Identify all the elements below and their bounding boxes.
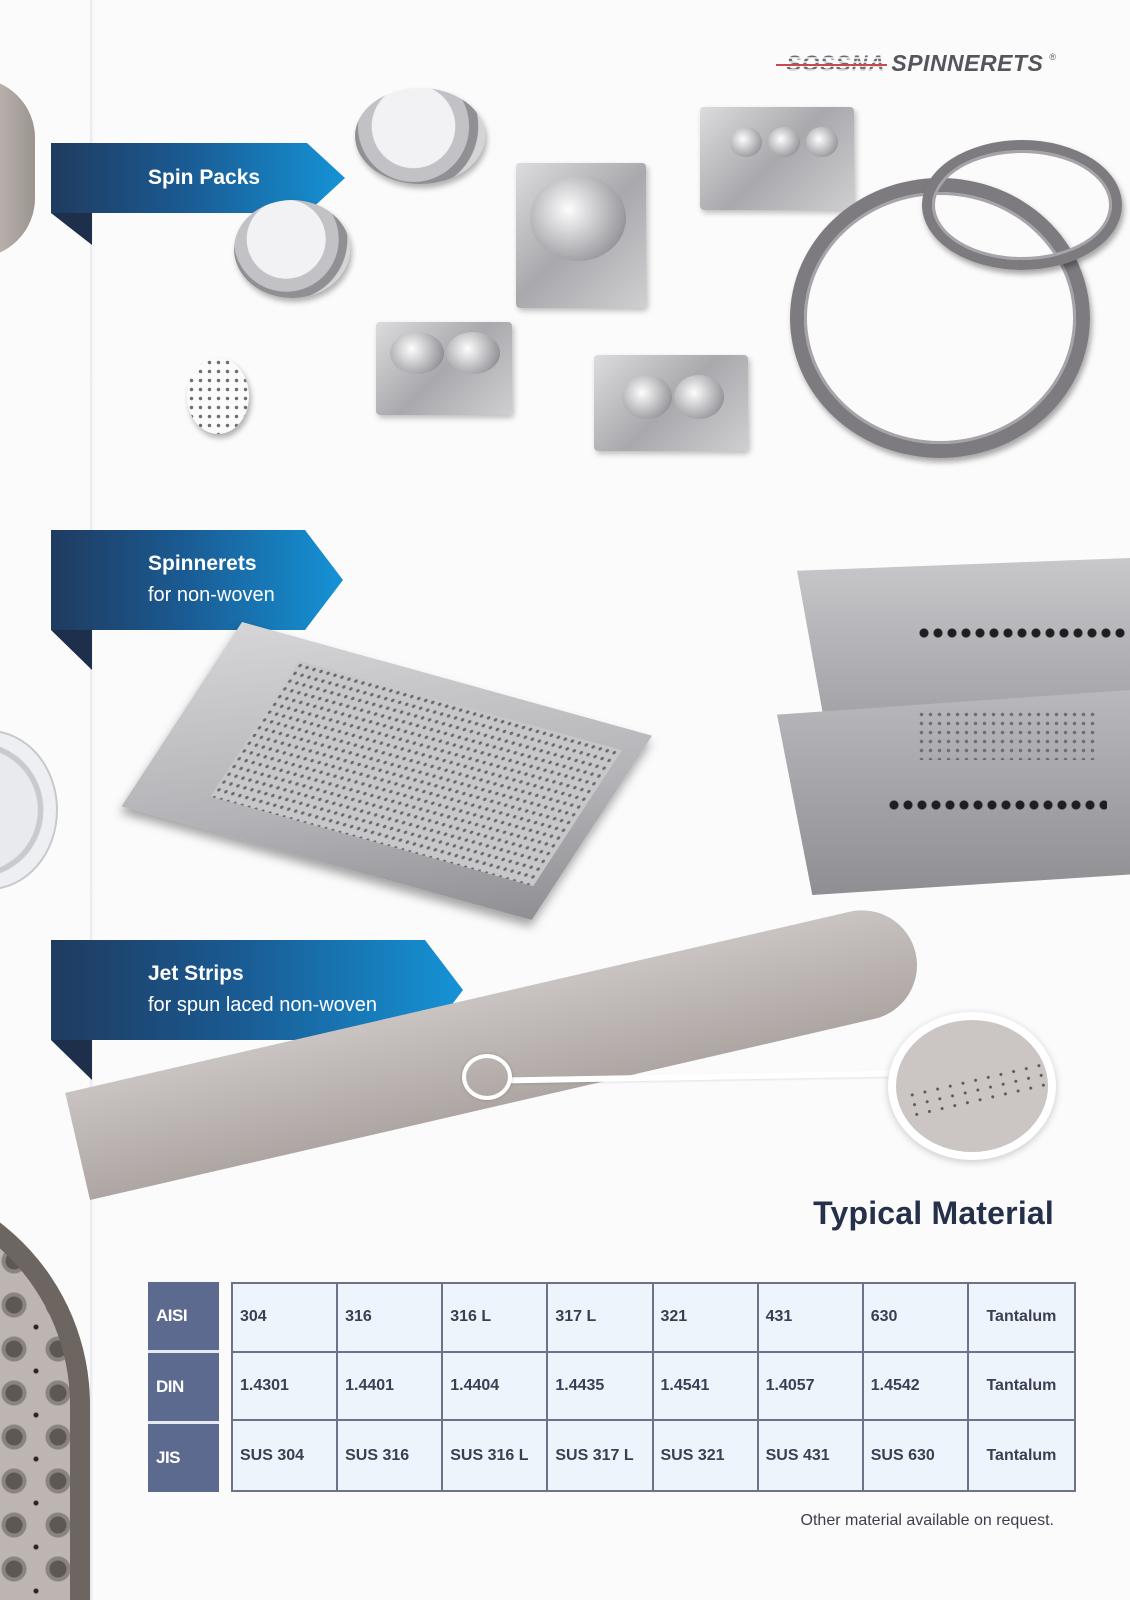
- brand-struck-name: SOSSNA: [776, 50, 888, 76]
- table-cell: 1.4057: [758, 1352, 864, 1422]
- table-cell: 1.4404: [443, 1352, 549, 1422]
- spin-pack-filter-disk-image: [187, 358, 249, 434]
- section-ribbon-spinnerets: Spinnerets for non-woven: [51, 530, 343, 670]
- non-woven-spinneret-plate-image: [121, 622, 653, 921]
- brand-logo: SOSSNA SPINNERETS ®: [776, 50, 1056, 77]
- section-title: Jet Strips: [148, 962, 244, 985]
- ribbon-fold-tail: [51, 213, 92, 245]
- magnifier-source-circle: [462, 1054, 512, 1100]
- section-subtitle: for non-woven: [148, 584, 275, 606]
- previous-page-product-image-top: [0, 78, 35, 258]
- table-cell: 304: [233, 1284, 339, 1353]
- table-cell: 316: [338, 1284, 444, 1353]
- ribbon-fold-tail: [51, 1040, 92, 1080]
- table-cell: 316 L: [443, 1284, 549, 1353]
- row-header-jis: JIS: [148, 1421, 219, 1492]
- table-cell: Tantalum: [986, 1446, 1057, 1464]
- materials-footnote: Other material available on request.: [800, 1512, 1054, 1529]
- non-woven-spinneret-block-upper-image: [797, 558, 1130, 718]
- section-ribbon-jet-strips: Jet Strips for spun laced non-woven: [51, 940, 463, 1080]
- materials-row-headers: AISI DIN JIS: [148, 1282, 219, 1492]
- magnifier-connector-line: [509, 1070, 891, 1084]
- materials-title: Typical Material: [813, 1195, 1054, 1231]
- table-cell: SUS 304: [233, 1421, 339, 1490]
- table-cell: SUS 630: [864, 1421, 969, 1490]
- table-cell: Tantalum: [968, 1353, 1074, 1422]
- non-woven-spinneret-block-lower-image: [777, 690, 1130, 895]
- row-header-din: DIN: [148, 1350, 219, 1421]
- section-subtitle: for spun laced non-woven: [148, 994, 378, 1016]
- registered-mark: ®: [1049, 52, 1056, 62]
- table-cell: SUS 317 L: [548, 1421, 654, 1490]
- table-cell: 1.4542: [863, 1352, 969, 1422]
- materials-table: AISI DIN JIS 304 316 316 L 317 L 321 431…: [148, 1282, 1076, 1492]
- spin-pack-triple-bore-block-image: [700, 107, 854, 210]
- spin-pack-housing-block-image: [516, 163, 646, 308]
- previous-page-spinneret-closeup: [0, 1175, 90, 1600]
- section-title: Spin Packs: [148, 166, 261, 189]
- table-cell: 317 L: [548, 1284, 654, 1353]
- spinneret-ring-image-small: [922, 140, 1122, 270]
- brand-name: SPINNERETS: [891, 50, 1044, 76]
- table-cell: SUS 316: [338, 1421, 444, 1490]
- table-cell: Tantalum: [968, 1284, 1074, 1353]
- table-cell: 1.4401: [338, 1352, 444, 1422]
- table-cell: 630: [863, 1284, 969, 1353]
- table-cell: 1.4301: [233, 1352, 339, 1422]
- table-cell: 1.4541: [653, 1352, 759, 1422]
- ribbon-fold-tail: [51, 630, 92, 670]
- table-cell: 431: [758, 1284, 864, 1353]
- ribbon-arrow-shape: [51, 530, 343, 630]
- page-fold-line: [90, 0, 93, 1600]
- spin-pack-double-bore-block-image: [376, 322, 512, 415]
- table-cell: SUS 321: [654, 1421, 759, 1490]
- row-header-aisi: AISI: [156, 1306, 188, 1325]
- section-title: Spinnerets: [148, 552, 257, 575]
- jet-strip-hole-closeup-image: [888, 1012, 1056, 1160]
- table-cell: SUS 431: [759, 1421, 864, 1490]
- previous-page-product-image-middle: [0, 730, 58, 890]
- spin-pack-round-plate-image: [234, 200, 350, 298]
- materials-grid: 304 316 316 L 317 L 321 431 630 Tantalum…: [231, 1282, 1076, 1492]
- table-cell: SUS 316 L: [443, 1421, 549, 1490]
- table-cell: 321: [653, 1284, 759, 1353]
- table-cell: 1.4435: [548, 1352, 654, 1422]
- spin-pack-distribution-plate-image: [355, 88, 485, 184]
- spin-pack-flat-block-image: [594, 355, 748, 451]
